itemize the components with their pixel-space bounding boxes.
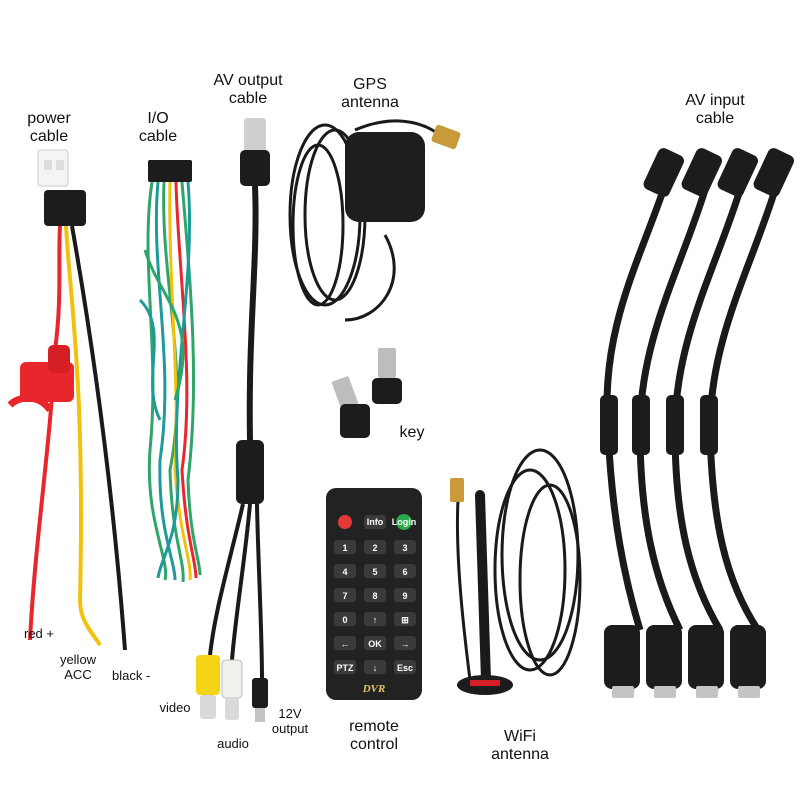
fuse-holder	[7, 345, 74, 413]
ptz-key: PTZ	[337, 663, 355, 673]
key-3: 3	[402, 543, 407, 553]
key-4: 4	[342, 567, 347, 577]
key-0: 0	[342, 615, 347, 625]
key-7: 7	[342, 591, 347, 601]
label-video: video	[159, 700, 191, 715]
keys	[331, 348, 402, 438]
gps-antenna	[288, 119, 461, 322]
left-arrow-icon: ←	[341, 639, 350, 649]
down-arrow-icon: ↓	[373, 663, 378, 673]
key-9: 9	[402, 591, 407, 601]
rca-audio-plug	[221, 659, 243, 720]
right-arrow-icon: →	[401, 639, 410, 649]
label-black-wire: black -	[112, 668, 151, 683]
rca-video-plug	[196, 655, 220, 719]
ok-key: OK	[368, 639, 382, 649]
remote-brand: DVR	[362, 683, 386, 695]
key-2: 2	[372, 543, 377, 553]
av-input-cables	[600, 148, 795, 698]
key-6: 6	[402, 567, 407, 577]
grid-icon: ⊞	[401, 615, 409, 625]
esc-key: Esc	[397, 663, 413, 673]
remote-control: Info Login 1 2 3 4 5 6	[326, 488, 422, 700]
login-key	[396, 514, 412, 530]
power-cable	[7, 149, 127, 651]
svg-text:Info: Info	[367, 517, 384, 527]
wifi-antenna	[450, 448, 582, 695]
key-8: 8	[372, 591, 377, 601]
key-1: 1	[342, 543, 347, 553]
svg-text:Login: Login	[392, 517, 417, 527]
info-key	[364, 515, 386, 529]
label-red-wire: red +	[24, 626, 54, 641]
key-5: 5	[372, 567, 377, 577]
power-key	[338, 515, 352, 529]
up-arrow-icon: ↑	[373, 615, 378, 625]
dc-output-plug	[252, 678, 268, 722]
io-cable	[138, 160, 202, 583]
av-output-cable	[196, 118, 270, 722]
label-audio: audio	[217, 736, 249, 751]
label-key: key	[399, 424, 425, 441]
